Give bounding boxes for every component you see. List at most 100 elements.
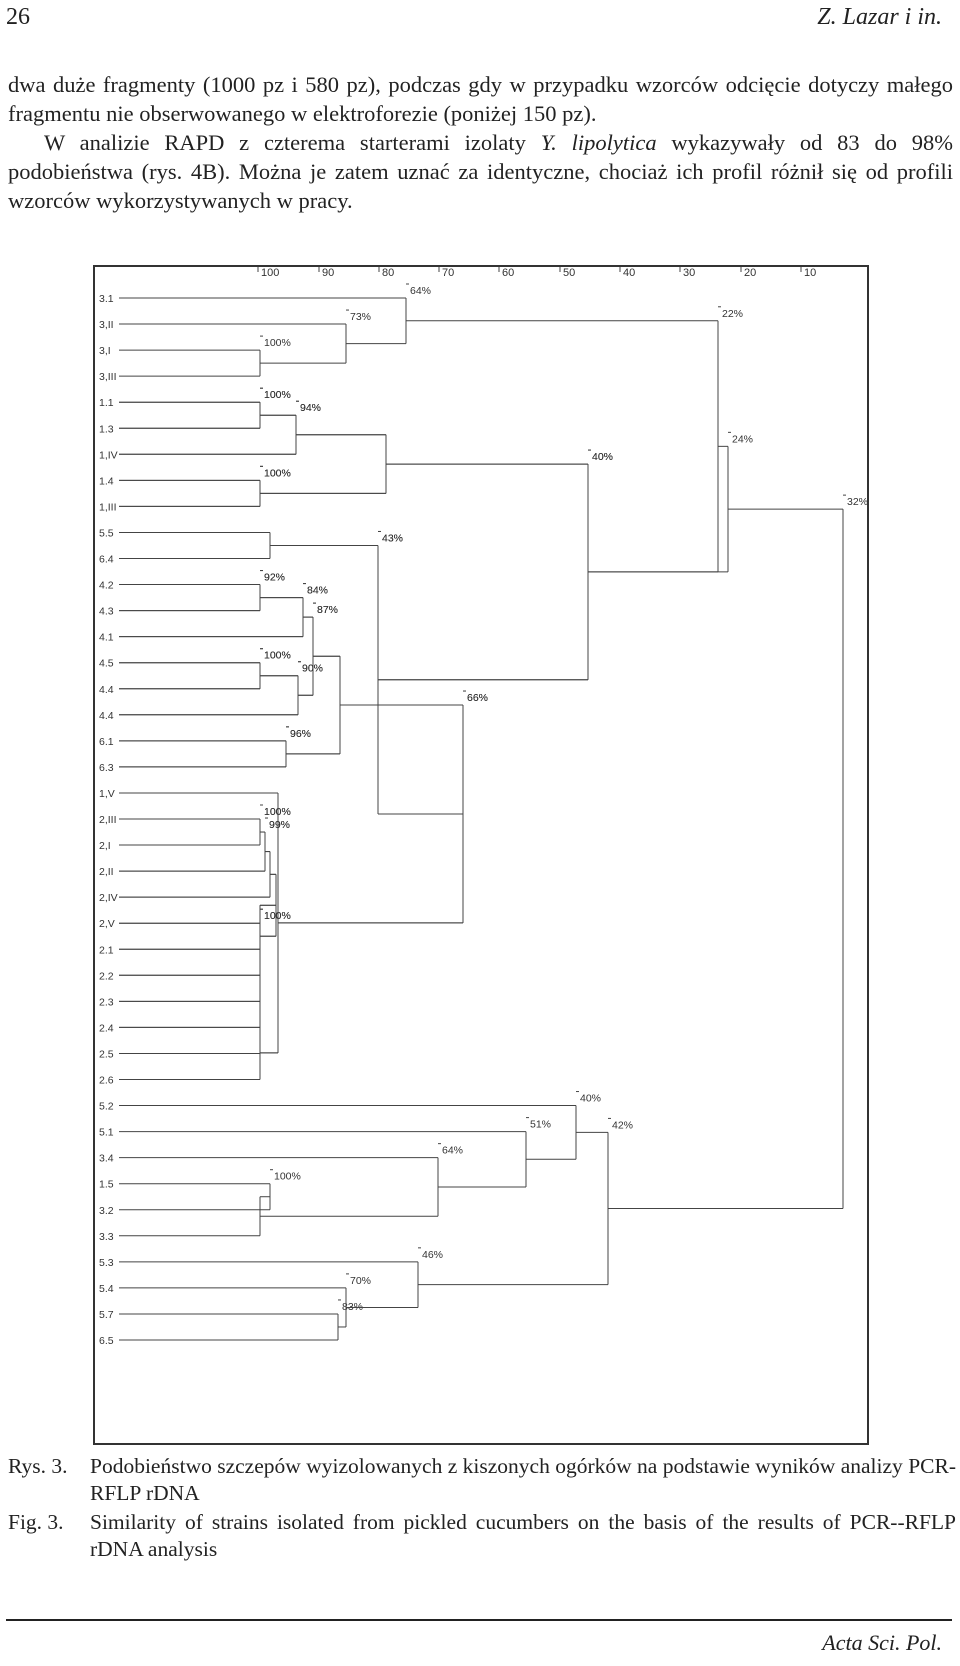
leaf-label: 2.6 [99, 1075, 114, 1087]
leaf-label: 5.4 [99, 1283, 114, 1295]
similarity-label: 66% [467, 692, 488, 704]
similarity-label: 99% [269, 819, 290, 831]
caption-english-text: Similarity of strains isolated from pick… [90, 1510, 956, 1561]
caption-polish-text: Podobieństwo szczepów wyizolowanych z ki… [90, 1454, 956, 1505]
leaf-label: 4.4 [99, 710, 114, 722]
scale-tick-label: 80 [382, 267, 394, 279]
leaf-label: 4.1 [99, 632, 114, 644]
leaf-label: 1,III [99, 501, 117, 513]
leaf-label: 5.5 [99, 527, 114, 539]
leaf-label: 3,I [99, 345, 111, 357]
similarity-label: 42% [612, 1119, 633, 1131]
leaf-label: 5.2 [99, 1101, 114, 1113]
leaf-label: 4.5 [99, 658, 114, 670]
similarity-label: 99% [269, 819, 290, 831]
similarity-label: 100% [264, 389, 291, 401]
similarity-label: 64% [410, 285, 431, 297]
similarity-label: 24% [732, 433, 753, 445]
similarity-label: 94% [300, 402, 321, 414]
paragraph-2-start: W analizie RAPD z czterema starterami iz… [44, 130, 541, 155]
similarity-label: 32% [847, 496, 868, 508]
similarity-label: 22% [722, 308, 743, 320]
leaf-label: 2.4 [99, 1022, 114, 1034]
leaf-label: 1,IV [99, 449, 118, 461]
footer-rule [6, 1619, 952, 1621]
similarity-label: 100% [274, 1171, 301, 1183]
figure-caption: Rys. 3. Podobieństwo szczepów wyizolowan… [8, 1453, 956, 1563]
scale-tick-label: 90 [322, 267, 334, 279]
scale-tick-label: 100 [261, 267, 279, 279]
running-header-authors: Z. Lazar i in. [817, 4, 942, 30]
similarity-label: 100% [264, 650, 291, 662]
similarity-label: 43% [382, 532, 403, 544]
species-name: Y. lipolytica [540, 130, 657, 155]
similarity-label: 100% [264, 910, 291, 922]
similarity-label: 51% [530, 1119, 551, 1131]
leaf-label: 2.3 [99, 996, 114, 1008]
leaf-label: 3,II [99, 319, 114, 331]
paragraph-2: W analizie RAPD z czterema starterami iz… [8, 128, 953, 215]
paragraph-2-end: wykazywały od 83 do 98% podobieństwa (ry… [8, 130, 954, 213]
leaf-label: 3.1 [99, 293, 114, 305]
similarity-label: 92% [264, 572, 285, 584]
similarity-label: 73% [350, 311, 371, 323]
leaf-label: 4.2 [99, 580, 114, 592]
leaf-label: 2.5 [99, 1048, 114, 1060]
leaf-label: 1.3 [99, 423, 114, 435]
leaf-label: 6.4 [99, 554, 114, 566]
similarity-label: 84% [307, 585, 328, 597]
similarity-label: 100% [264, 467, 291, 479]
journal-name: Acta Sci. Pol. [822, 1630, 942, 1655]
leaf-label: 1.4 [99, 475, 114, 487]
leaf-label: 2.1 [99, 944, 114, 956]
caption-english-label: Fig. 3. [8, 1510, 64, 1534]
similarity-label: 66% [467, 692, 488, 704]
scale-tick-label: 30 [683, 267, 695, 279]
leaf-label: 5.7 [99, 1309, 114, 1321]
leaf-label: 2,I [99, 840, 111, 852]
scale-tick-label: 60 [502, 267, 514, 279]
similarity-label: 100% [264, 806, 291, 818]
similarity-label: 87% [317, 604, 338, 616]
leaf-label: 3,III [99, 371, 117, 383]
similarity-label: 87% [317, 604, 338, 616]
similarity-label: 40% [592, 451, 613, 463]
caption-english: Fig. 3. Similarity of strains isolated f… [8, 1509, 956, 1563]
leaf-label: 1.5 [99, 1179, 114, 1191]
leaf-label: 2,V [99, 918, 115, 930]
leaf-label: 6.5 [99, 1335, 114, 1347]
similarity-label: 100% [264, 337, 291, 349]
similarity-label: 100% [264, 467, 291, 479]
scale-tick-label: 20 [744, 267, 756, 279]
leaf-label: 3.2 [99, 1205, 114, 1217]
caption-polish: Rys. 3. Podobieństwo szczepów wyizolowan… [8, 1453, 956, 1507]
scale-tick-label: 50 [563, 267, 575, 279]
leaf-label: 4.3 [99, 606, 114, 618]
leaf-label: 3.4 [99, 1153, 114, 1165]
similarity-label: 92% [264, 572, 285, 584]
leaf-label: 2,IV [99, 892, 118, 904]
scale-tick-label: 40 [623, 267, 635, 279]
leaf-label: 6.1 [99, 736, 114, 748]
similarity-label: 100% [264, 389, 291, 401]
body-text: dwa duże fragmenty (1000 pz i 580 pz), p… [8, 70, 953, 215]
paragraph-1: dwa duże fragmenty (1000 pz i 580 pz), p… [8, 72, 953, 126]
similarity-label: 70% [350, 1275, 371, 1287]
similarity-label: 40% [592, 451, 613, 463]
scale-tick-label: 10 [804, 267, 816, 279]
leaf-label: 6.3 [99, 762, 114, 774]
leaf-label: 3.3 [99, 1231, 114, 1243]
similarity-label: 40% [580, 1093, 601, 1105]
leaf-label: 4.4 [99, 684, 114, 696]
similarity-label: 100% [264, 806, 291, 818]
similarity-label: 96% [290, 728, 311, 740]
similarity-label: 100% [264, 910, 291, 922]
similarity-label: 100% [264, 650, 291, 662]
similarity-label: 43% [382, 532, 403, 544]
scale-tick-label: 70 [442, 267, 454, 279]
caption-polish-label: Rys. 3. [8, 1454, 68, 1478]
similarity-label: 96% [290, 728, 311, 740]
page-number: 26 [6, 4, 30, 30]
